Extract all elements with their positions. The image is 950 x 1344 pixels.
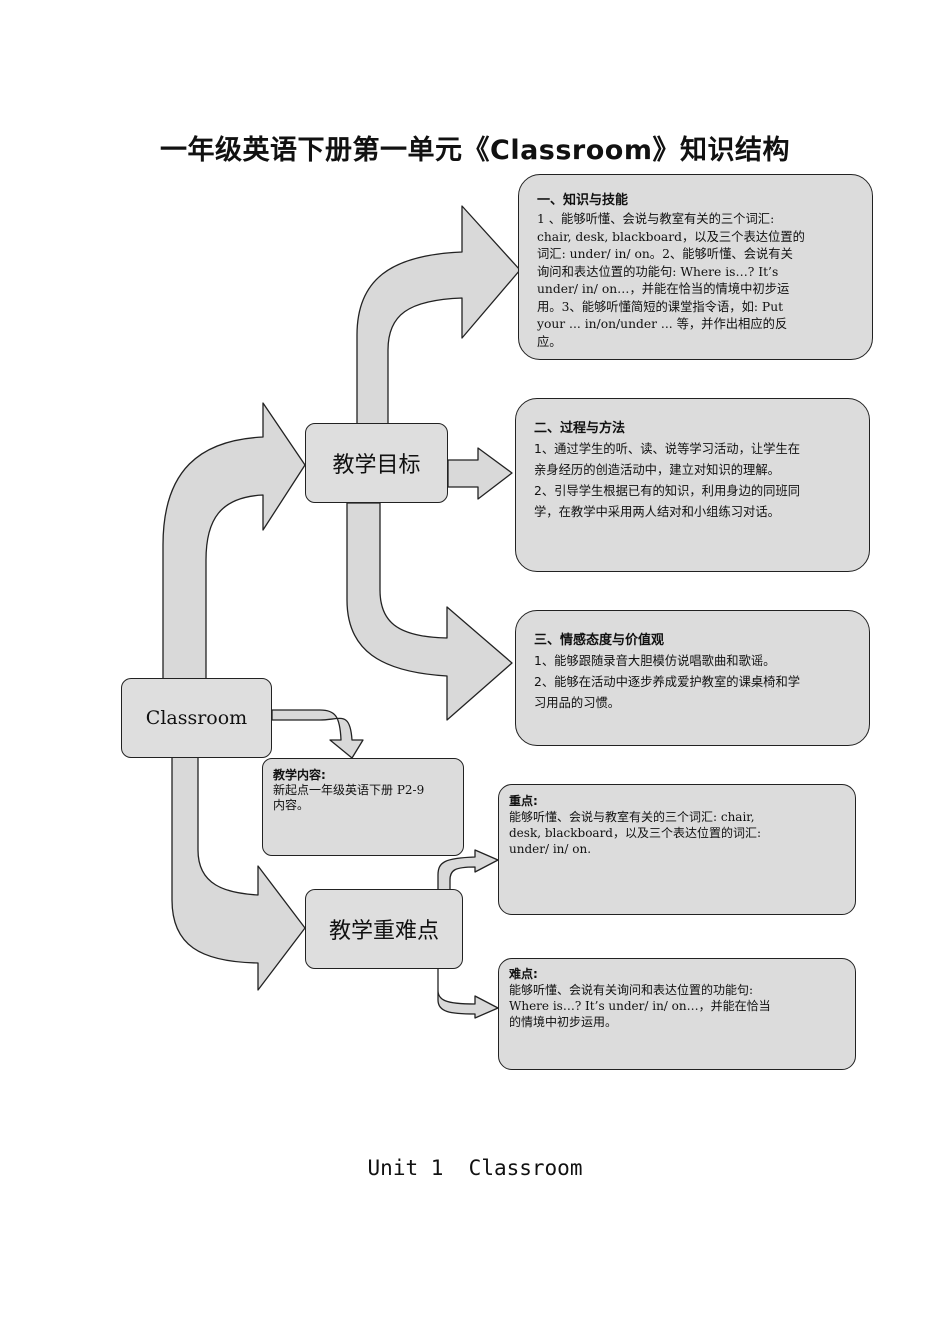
goal-card-attitude: 三、情感态度与价值观 1、能够跟随录音大胆模仿说唱歌曲和歌谣。 2、能够在活动中… <box>515 610 870 746</box>
key-points-box: 重点: 能够听懂、会说与教室有关的三个词汇: chair, desk, blac… <box>498 784 856 915</box>
root-node-label: Classroom <box>145 707 248 729</box>
arrow-root-to-goals <box>162 402 306 681</box>
teaching-content-box: 教学内容: 新起点一年级英语下册 P2-9 内容。 <box>262 758 464 856</box>
unit-footer: Unit 1 Classroom <box>367 1156 583 1180</box>
root-node-classroom: Classroom <box>121 678 272 758</box>
goal-card-process: 二、过程与方法 1、通过学生的听、读、说等学习活动，让学生在 亲身经历的创造活动… <box>515 398 870 572</box>
arrow-to-keypoint <box>437 849 499 891</box>
goal-card-knowledge: 一、知识与技能 1 、能够听懂、会说与教室有关的三个词汇: chair, des… <box>518 174 873 360</box>
node-key-difficult-label: 教学重难点 <box>328 919 439 944</box>
arrow-root-to-keypoints <box>171 756 306 991</box>
teaching-content-heading: 教学内容: <box>273 768 326 782</box>
arrow-root-to-content <box>271 709 364 759</box>
arrow-goals-to-card1 <box>356 205 521 426</box>
teaching-content-body: 新起点一年级英语下册 P2-9 内容。 <box>273 783 425 812</box>
difficult-points-heading: 难点: <box>509 967 538 981</box>
difficult-points-box: 难点: 能够听懂、会说有关询问和表达位置的功能句: Where is…? It’… <box>498 958 856 1070</box>
goal-card-2-heading: 二、过程与方法 <box>534 421 626 436</box>
node-teaching-goals-label: 教学目标 <box>332 453 421 478</box>
goal-card-1-body: 1 、能够听懂、会说与教室有关的三个词汇: chair, desk, black… <box>537 212 805 349</box>
goal-card-3-heading: 三、情感态度与价值观 <box>534 633 665 648</box>
arrow-goals-to-card2 <box>447 447 513 500</box>
goal-card-3-body: 1、能够跟随录音大胆模仿说唱歌曲和歌谣。 2、能够在活动中逐步养成爱护教室的课桌… <box>534 654 801 710</box>
node-key-difficult: 教学重难点 <box>305 889 463 969</box>
key-points-body: 能够听懂、会说与教室有关的三个词汇: chair, desk, blackboa… <box>509 810 762 856</box>
goal-card-2-body: 1、通过学生的听、读、说等学习活动，让学生在 亲身经历的创造活动中，建立对知识的… <box>534 442 801 519</box>
arrow-goals-to-card3 <box>346 502 513 721</box>
arrow-to-difficult <box>437 967 499 1019</box>
difficult-points-body: 能够听懂、会说有关询问和表达位置的功能句: Where is…? It’s un… <box>509 983 771 1029</box>
page-title: 一年级英语下册第一单元《Classroom》知识结构 <box>160 135 790 166</box>
key-points-heading: 重点: <box>509 794 538 808</box>
goal-card-1-heading: 一、知识与技能 <box>537 193 629 208</box>
node-teaching-goals: 教学目标 <box>305 423 448 503</box>
